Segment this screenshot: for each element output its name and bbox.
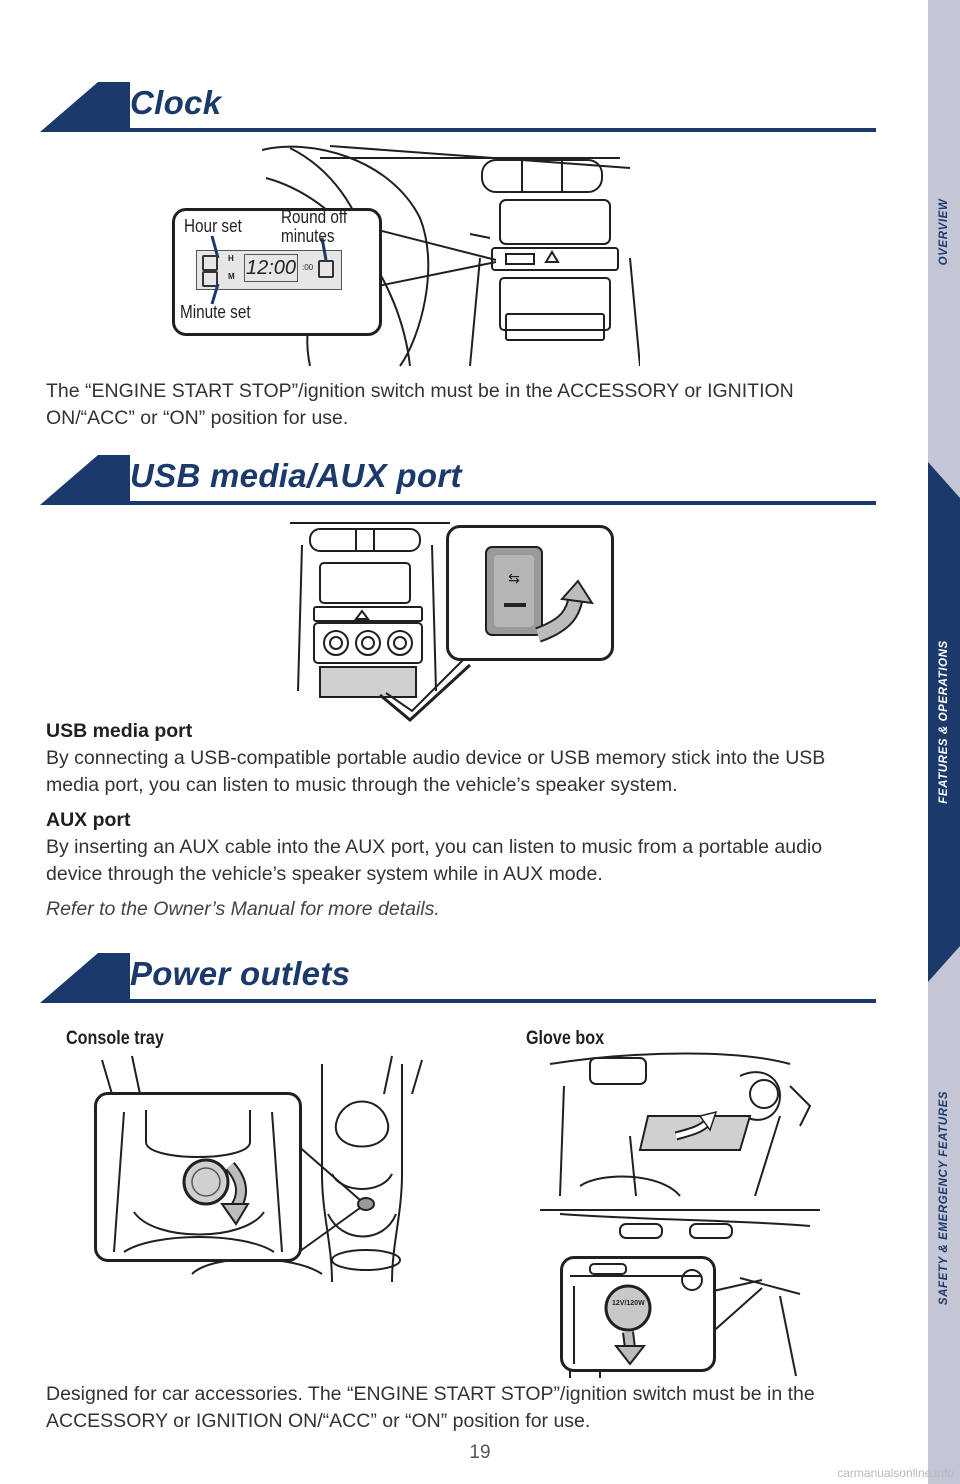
section-header-power: Power outlets (40, 953, 876, 1003)
label-console-tray: Console tray (66, 1028, 164, 1049)
console-tray-illustration (101, 1055, 423, 1283)
sidebar-tab-safety[interactable]: SAFETY & EMERGENCY FEATURES (938, 1090, 950, 1306)
header-tab-shape (40, 953, 130, 1003)
label-minutes: minutes (281, 226, 335, 246)
usb-media-body: By connecting a USB-compatible portable … (46, 747, 826, 796)
clock-illustration (261, 145, 640, 367)
header-tab-shape (40, 455, 130, 505)
console-outlet-detail (113, 1110, 283, 1253)
header-tab-shape (40, 82, 130, 132)
section-header-clock: Clock (40, 82, 876, 132)
section-title-power: Power outlets (130, 955, 351, 992)
display-m-label: M (228, 272, 235, 281)
label-hour-set: Hour set (184, 216, 242, 236)
hour-button[interactable] (202, 255, 218, 271)
usb-port-detail: ⇆ (485, 546, 594, 643)
usb-port-description: USB media port By connecting a USB-compa… (46, 718, 876, 923)
aux-body: By inserting an AUX cable into the AUX p… (46, 836, 823, 885)
section-header-usb: USB media/AUX port (40, 455, 876, 505)
label-glove-box: Glove box (526, 1028, 605, 1049)
sidebar-tab-overview[interactable]: OVERVIEW (938, 198, 950, 266)
label-minute-set: Minute set (180, 302, 251, 322)
power-body-text: Designed for car accessories. The “ENGIN… (46, 1383, 815, 1432)
usb-illustration (290, 522, 472, 722)
header-rule (98, 999, 876, 1003)
minute-button[interactable] (202, 271, 218, 287)
owners-manual-note: Refer to the Owner’s Manual for more det… (46, 898, 440, 920)
callout-pointers (210, 235, 328, 305)
aux-heading: AUX port (46, 809, 131, 831)
watermark: carmanualsonline.info (837, 1466, 954, 1480)
label-round-off: Round off (281, 207, 348, 227)
display-h-label: H (228, 254, 234, 263)
clock-time-display: 12:00 (244, 254, 298, 282)
section-title-usb: USB media/AUX port (130, 457, 462, 494)
glove-box-illustration (540, 1052, 820, 1378)
clock-display-panel (196, 250, 342, 290)
page-number: 19 (469, 1442, 491, 1463)
header-rule (98, 128, 876, 132)
header-rule (98, 501, 876, 505)
section-title-clock: Clock (130, 84, 222, 121)
sidebar-tab-features[interactable]: FEATURES & OPERATIONS (938, 640, 950, 804)
usb-media-heading: USB media port (46, 720, 193, 742)
sidebar-active-section (928, 462, 960, 982)
svg-text:⇆: ⇆ (508, 571, 520, 587)
round-off-button[interactable] (318, 260, 334, 278)
display-zero-label: :00 (302, 263, 314, 272)
clock-body-text: The “ENGINE START STOP”/ignition switch … (46, 380, 794, 429)
outlet-rating-label: 12V/120W (612, 1300, 645, 1307)
glove-outlet-detail (570, 1263, 703, 1366)
